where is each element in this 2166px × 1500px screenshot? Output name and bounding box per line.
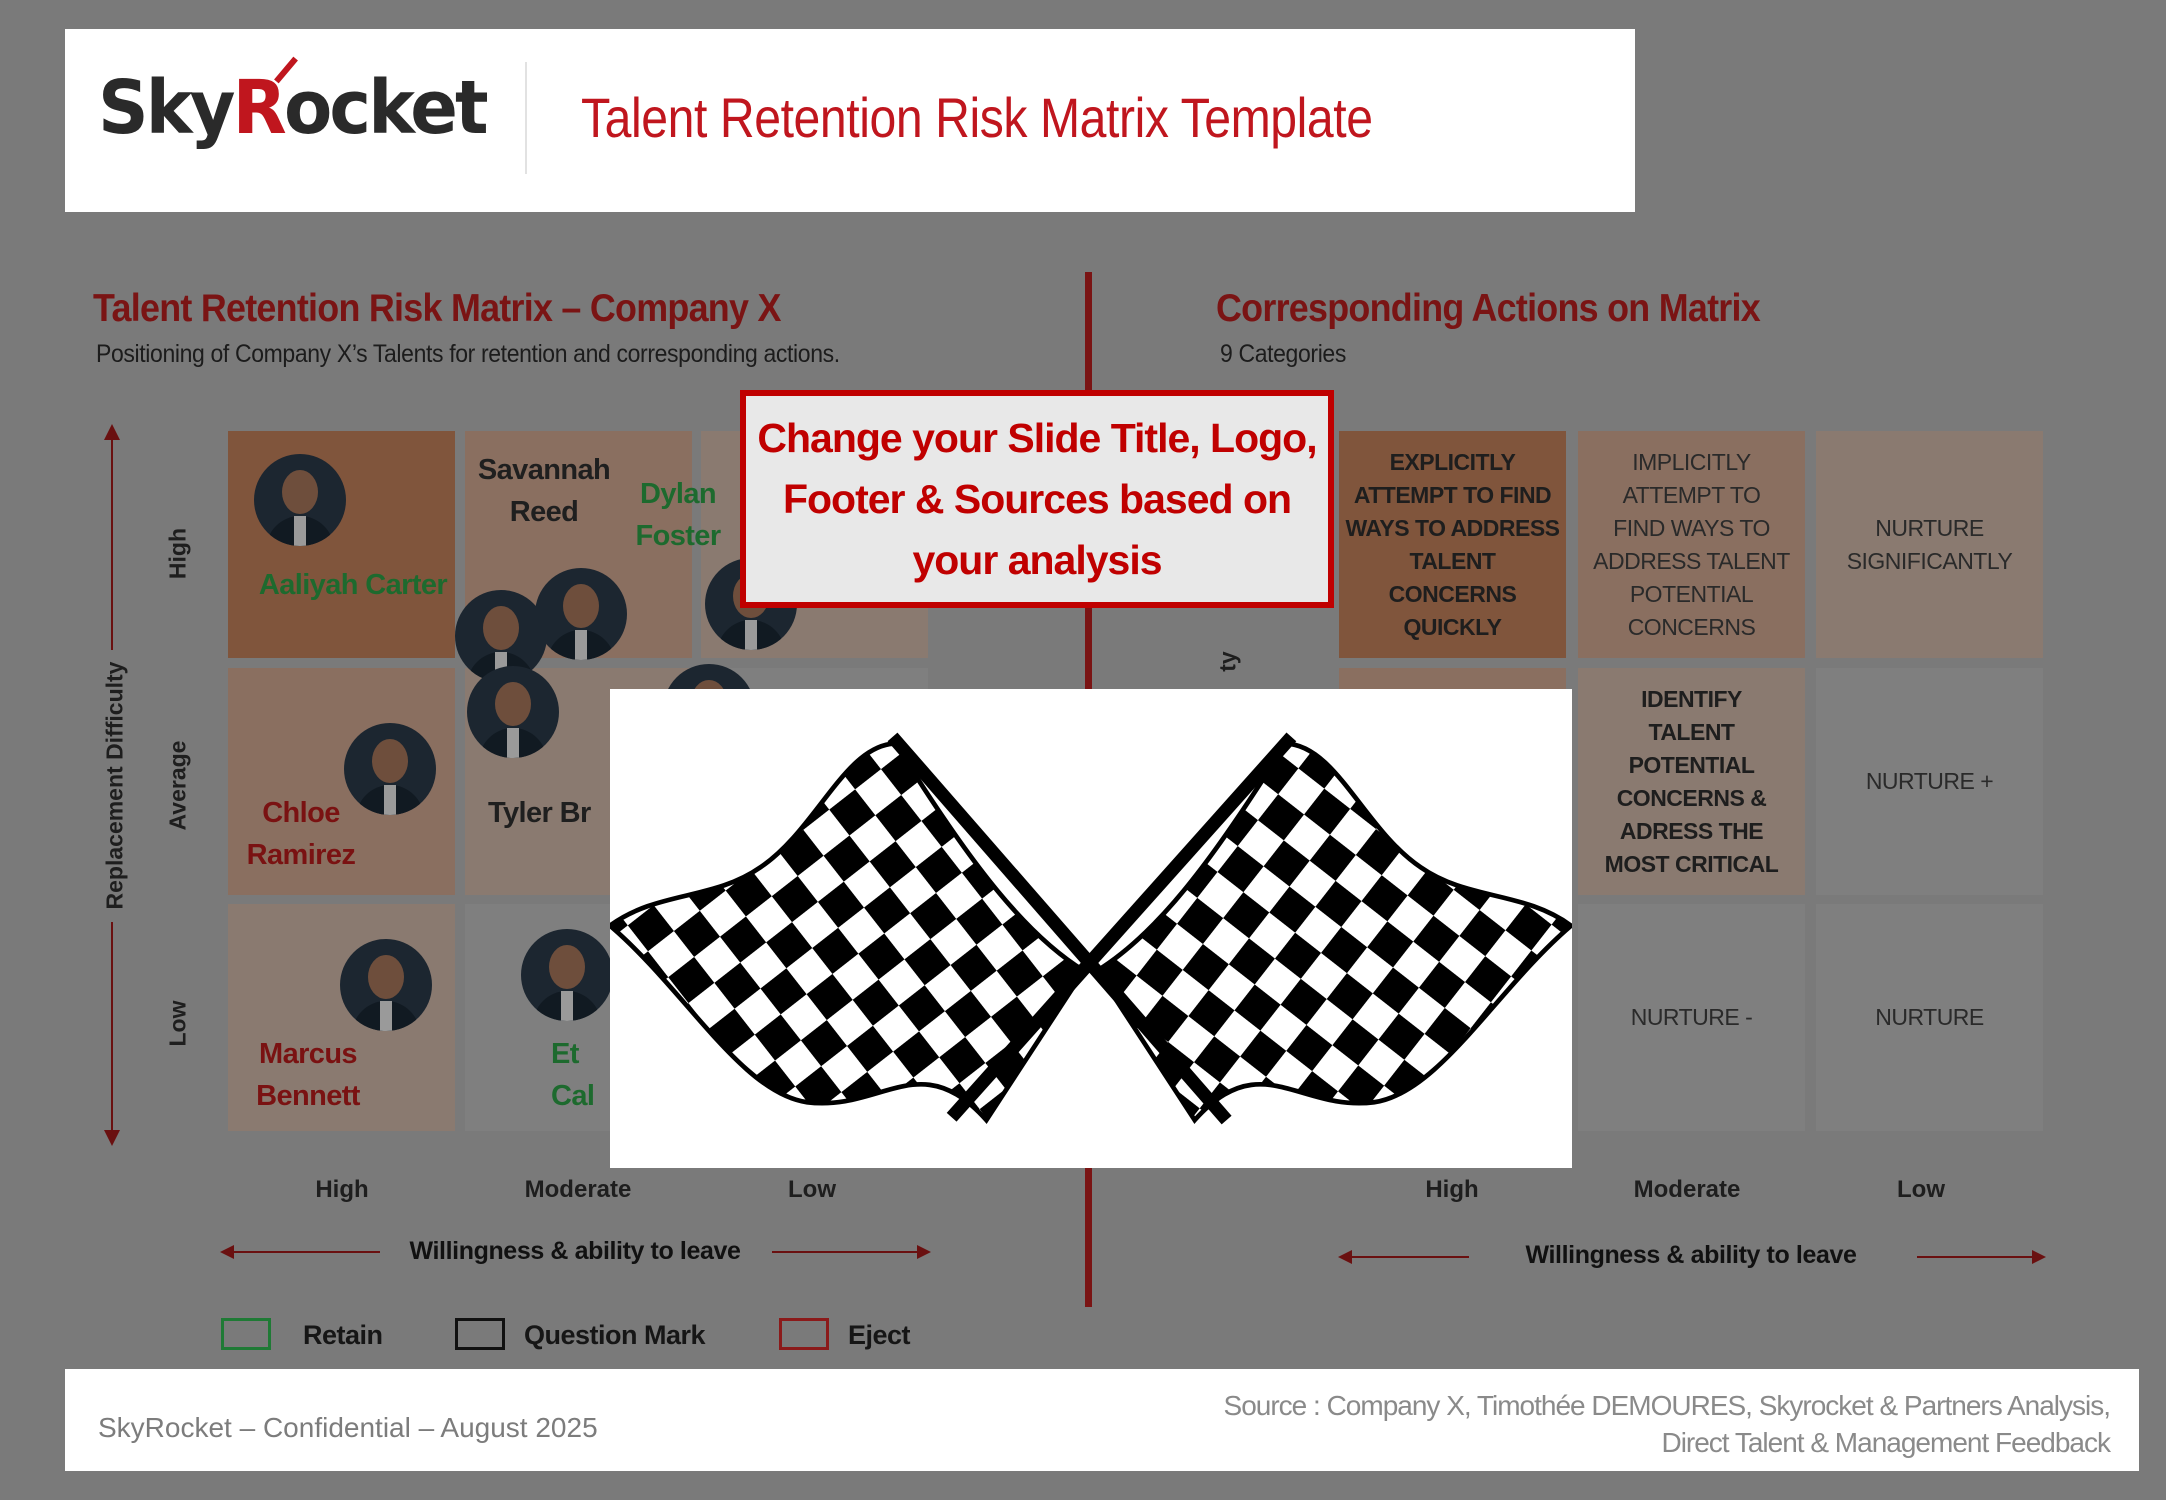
action-cell-low-low: NURTURE: [1816, 904, 2043, 1131]
col-label-moderate: Moderate: [524, 1176, 632, 1203]
actions-title: Corresponding Actions on Matrix: [1216, 287, 1761, 330]
action-cell-high-low: NURTURE SIGNIFICANTLY: [1816, 431, 2043, 658]
action-cell-average-low: NURTURE +: [1816, 668, 2043, 895]
footer-source: Source : Company X, Timothée DEMOURES, S…: [1223, 1390, 2111, 1458]
col-label-low: Low: [788, 1176, 836, 1203]
row-label-high: High: [164, 527, 191, 580]
actions-x-axis-arrow-right: [1917, 1256, 2035, 1258]
col-label-high: High: [315, 1176, 369, 1203]
avatar-marcus-bennett: [340, 939, 432, 1031]
action-col-label-low: Low: [1897, 1176, 1945, 1203]
x-axis-arrow-right: [772, 1251, 920, 1253]
skyrocket-logo: SkyRocket: [98, 65, 489, 151]
right-flag-pole: [946, 732, 1297, 1122]
arrow-left-icon: [220, 1245, 234, 1259]
actions-y-axis-label: ty: [1214, 651, 1241, 672]
matrix-title: Talent Retention Risk Matrix – Company X: [93, 287, 781, 330]
legend-label-eject: Eject: [848, 1320, 911, 1350]
action-cell-low-moderate: NURTURE -: [1578, 904, 1805, 1131]
left-flag-cloth: [606, 741, 1088, 1124]
slide-footer: SkyRocket – Confidential – August 2025 S…: [65, 1369, 2139, 1471]
matrix-cell-high-high: [228, 431, 455, 658]
arrow-right-icon: [917, 1245, 931, 1259]
arrow-left-icon: [1338, 1250, 1352, 1264]
avatar-chloe-ramirez: [344, 723, 436, 815]
actions-x-axis-label: Willingness & ability to leave: [1525, 1241, 1857, 1269]
checkered-flags-image: [606, 689, 1575, 1168]
action-col-label-moderate: Moderate: [1633, 1176, 1741, 1203]
left-flag-pole: [887, 732, 1232, 1125]
arrow-up-icon: [104, 424, 120, 440]
y-axis-label-bg: [96, 650, 128, 922]
instruction-callout: Change your Slide Title, Logo, Footer & …: [740, 390, 1334, 608]
talent-name: Chloe Ramirez: [246, 797, 356, 871]
checkered-flags-icon: [606, 732, 1575, 1125]
slide-title: Talent Retention Risk Matrix Template: [581, 86, 1373, 149]
talent-name: Tyler Br: [488, 797, 591, 829]
talent-name: Dylan Foster: [635, 478, 721, 552]
footer-confidential: SkyRocket – Confidential – August 2025: [98, 1412, 598, 1443]
x-axis-label: Willingness & ability to leave: [409, 1237, 741, 1265]
arrow-right-icon: [2032, 1250, 2046, 1264]
action-cell-average-moderate: IDENTIFY TALENT POTENTIAL CONCERNS & ADR…: [1578, 668, 1805, 895]
row-label-low: Low: [164, 1000, 191, 1047]
callout-text: Change your Slide Title, Logo, Footer & …: [757, 414, 1317, 583]
action-cell-high-high: EXPLICITLY ATTEMPT TO FIND WAYS TO ADDRE…: [1339, 431, 1566, 658]
legend-label-question-mark: Question Mark: [524, 1320, 706, 1350]
right-flag-cloth: [1093, 741, 1575, 1124]
legend-swatch-retain: [221, 1318, 271, 1350]
row-label-average: Average: [164, 740, 191, 831]
actions-subtitle: 9 Categories: [1220, 340, 1346, 368]
avatar-talent: [521, 929, 613, 1021]
action-col-label-high: High: [1425, 1176, 1479, 1203]
legend-label-retain: Retain: [303, 1320, 383, 1350]
talent-name: Aaliyah Carter: [258, 569, 448, 601]
matrix-subtitle: Positioning of Company X’s Talents for r…: [96, 340, 840, 368]
legend-swatch-eject: [779, 1318, 829, 1350]
x-axis-arrow-left: [228, 1251, 380, 1253]
avatar-dylan-foster: [535, 568, 627, 660]
legend-swatch-question-mark: [455, 1318, 505, 1350]
arrow-down-icon: [104, 1130, 120, 1146]
actions-x-axis-arrow-left: [1346, 1256, 1469, 1258]
avatar-aaliyah-carter: [254, 454, 346, 546]
header-divider: [525, 62, 527, 174]
talent-name: Marcus Bennett: [256, 1038, 360, 1112]
action-cell-high-moderate: IMPLICITLY ATTEMPT TO FIND WAYS TO ADDRE…: [1578, 431, 1805, 658]
avatar-tyler: [467, 666, 559, 758]
talent-name: Savannah Reed: [477, 454, 611, 528]
slide-header: SkyRocket Talent Retention Risk Matrix T…: [65, 29, 1635, 212]
talent-name: Et Cal: [551, 1038, 595, 1112]
y-axis-label: Replacement Difficulty: [101, 661, 128, 910]
